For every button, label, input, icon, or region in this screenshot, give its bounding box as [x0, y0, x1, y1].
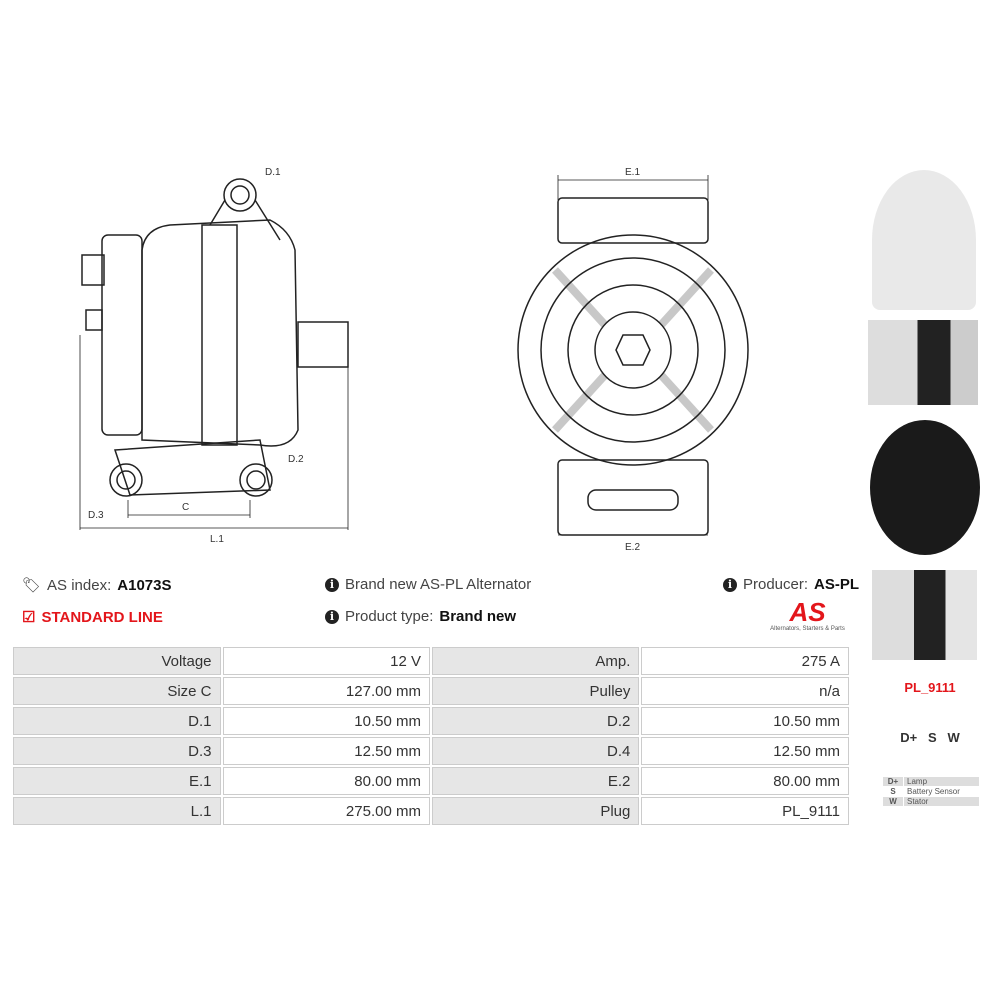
label-c: C — [182, 502, 189, 513]
spec-label: Voltage — [13, 647, 221, 675]
spec-value: 80.00 mm — [222, 767, 430, 795]
tag-icon: 🏷 — [22, 577, 42, 594]
pin-name — [883, 807, 903, 821]
info-icon: i — [723, 577, 737, 592]
side-view-drawing: D.1 D.2 D.3 C L.1 — [79, 167, 349, 545]
spec-label: E.2 — [431, 767, 640, 795]
spec-label: D.4 — [431, 737, 640, 765]
info-icon: i — [325, 577, 339, 592]
spec-label: Pulley — [431, 677, 640, 705]
front-view-drawing: E.1 E.2 — [517, 167, 749, 550]
spec-value: n/a — [641, 677, 849, 705]
pin-row — [883, 807, 979, 821]
label-l1: L.1 — [210, 534, 224, 545]
standard-line: ☑ STANDARD LINE — [22, 608, 163, 627]
plug-terminals: D+ S W — [900, 730, 960, 745]
spec-value: 80.00 mm — [641, 767, 849, 795]
label-e1: E.1 — [625, 167, 640, 178]
product-photo-angle — [872, 570, 977, 660]
spec-label: D.2 — [431, 707, 640, 735]
spec-value: 275 A — [641, 647, 849, 675]
label-d3: D.3 — [88, 510, 104, 521]
info-icon: i — [325, 609, 339, 624]
as-logo: AS Alternators, Starters & Parts — [770, 597, 845, 632]
plug-code: PL_9111 — [904, 680, 956, 695]
pin-name: D+ — [883, 777, 903, 786]
product-photo-side — [868, 320, 978, 405]
spec-label: Size C — [13, 677, 221, 705]
spec-value: PL_9111 — [641, 797, 849, 825]
pin-description: Stator — [904, 797, 979, 806]
producer: i Producer: AS-PL — [723, 576, 859, 593]
pin-description: Lamp — [904, 777, 979, 786]
label-d2: D.2 — [288, 454, 304, 465]
pin-row: D+Lamp — [883, 777, 979, 786]
description: i Brand new AS-PL Alternator — [325, 576, 531, 593]
label-d1: D.1 — [265, 167, 281, 178]
pin-description — [904, 807, 979, 821]
spec-label: D.3 — [13, 737, 221, 765]
pin-name: W — [883, 797, 903, 806]
spec-value: 275.00 mm — [222, 797, 430, 825]
pin-description: Battery Sensor — [904, 787, 979, 796]
spec-value: 12 V — [222, 647, 430, 675]
spec-label: E.1 — [13, 767, 221, 795]
product-type: i Product type: Brand new — [325, 608, 516, 625]
spec-label: L.1 — [13, 797, 221, 825]
label-e2: E.2 — [625, 542, 640, 550]
spec-value: 12.50 mm — [222, 737, 430, 765]
product-photo-rear — [870, 420, 980, 555]
as-index: 🏷 AS index: A1073S — [22, 576, 172, 595]
spec-label: D.1 — [13, 707, 221, 735]
spec-value: 12.50 mm — [641, 737, 849, 765]
spec-value: 10.50 mm — [222, 707, 430, 735]
spec-label: Plug — [431, 797, 640, 825]
spec-label: Amp. — [431, 647, 640, 675]
spec-value: 10.50 mm — [641, 707, 849, 735]
product-photo-front — [872, 170, 976, 310]
checkbox-icon: ☑ — [22, 609, 36, 626]
spec-value: 127.00 mm — [222, 677, 430, 705]
pin-name: S — [883, 787, 903, 796]
